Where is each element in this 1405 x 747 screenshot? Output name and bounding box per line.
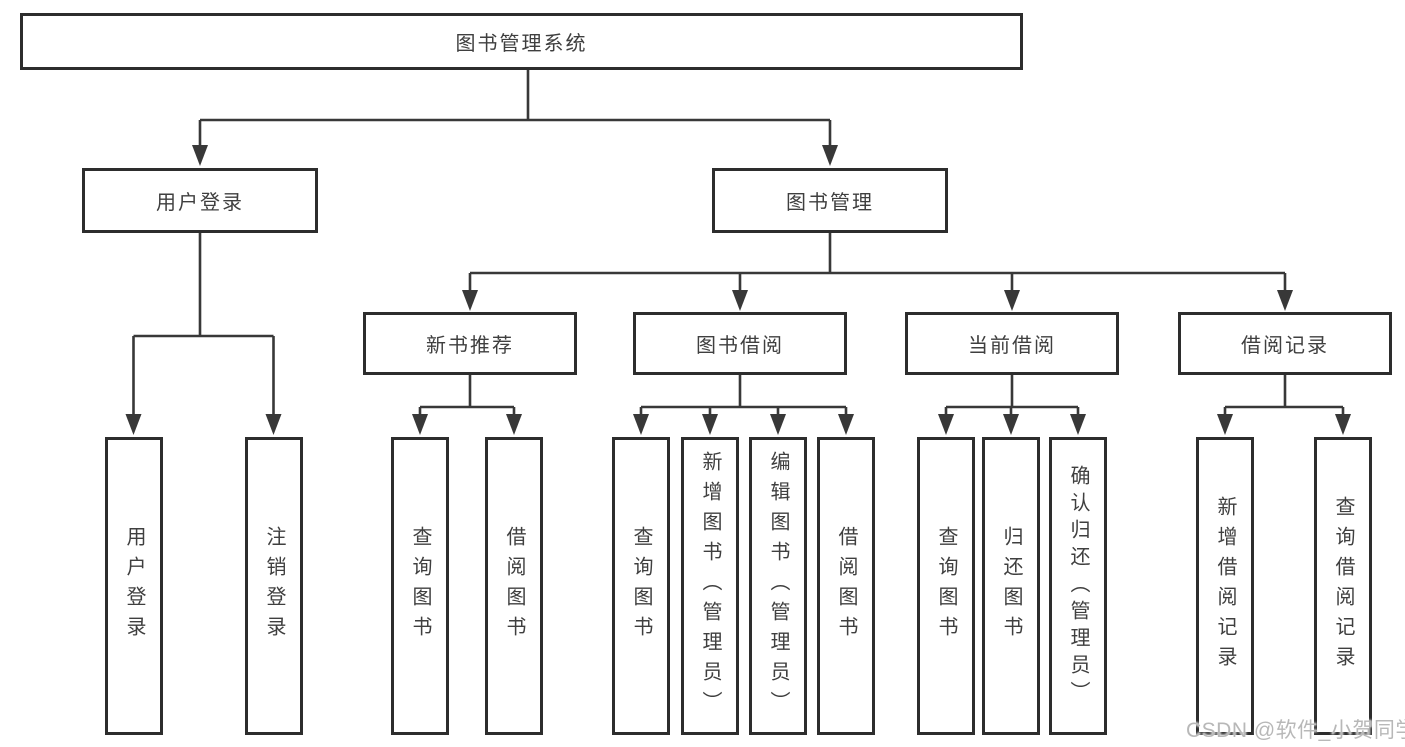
- leaf-add-borrow-record: 新增借阅记录: [1196, 437, 1254, 735]
- arrow-down-icon: [506, 414, 522, 435]
- arrow-down-icon: [1217, 414, 1233, 435]
- leaf-query-book-recommend: 查询图书: [391, 437, 449, 735]
- node-label: 注销登录: [263, 526, 285, 646]
- arrowheads: [125, 145, 1351, 435]
- arrow-down-icon: [770, 414, 786, 435]
- arrow-down-icon: [1003, 414, 1019, 435]
- arrow-down-icon: [938, 414, 954, 435]
- arrow-down-icon: [1070, 414, 1086, 435]
- arrow-down-icon: [822, 145, 838, 166]
- node-label: 借阅图书: [835, 526, 857, 646]
- node-label: 新书推荐: [426, 335, 514, 357]
- node-label: 新增借阅记录: [1214, 496, 1236, 676]
- node-label: 查询借阅记录: [1332, 496, 1354, 676]
- leaf-query-book-current: 查询图书: [917, 437, 975, 735]
- node-label: 图书管理系统: [455, 33, 588, 55]
- arrow-down-icon: [1335, 414, 1351, 435]
- arrow-down-icon: [732, 290, 748, 311]
- node-label: 查询图书: [935, 526, 957, 646]
- leaf-query-borrow-record: 查询借阅记录: [1314, 437, 1372, 735]
- node-label: 编辑图书（管理员）: [767, 451, 789, 721]
- leaf-edit-book-admin: 编辑图书（管理员）: [749, 437, 807, 735]
- node-borrow-record: 借阅记录: [1178, 312, 1392, 375]
- leaf-add-book-admin: 新增图书（管理员）: [681, 437, 739, 735]
- arrow-down-icon: [412, 414, 428, 435]
- node-label: 用户登录: [123, 526, 145, 646]
- node-label: 归还图书: [1000, 526, 1022, 646]
- node-book-borrow: 图书借阅: [633, 312, 847, 375]
- node-label: 新增图书（管理员）: [699, 451, 721, 721]
- node-new-book-recommend: 新书推荐: [363, 312, 577, 375]
- leaf-logout-login: 注销登录: [245, 437, 303, 735]
- arrow-down-icon: [1277, 290, 1293, 311]
- node-label: 图书管理: [786, 192, 874, 214]
- node-user-login: 用户登录: [82, 168, 318, 233]
- node-label: 借阅图书: [503, 526, 525, 646]
- node-label: 查询图书: [409, 526, 431, 646]
- node-book-management: 图书管理: [712, 168, 948, 233]
- arrow-down-icon: [1004, 290, 1020, 311]
- leaf-user-login: 用户登录: [105, 437, 163, 735]
- arrow-down-icon: [265, 414, 282, 435]
- arrow-down-icon: [838, 414, 854, 435]
- node-root-library-system: 图书管理系统: [20, 13, 1023, 70]
- leaf-borrow-book: 借阅图书: [817, 437, 875, 735]
- node-label: 图书借阅: [696, 335, 784, 357]
- tree-edges: [132, 70, 1345, 416]
- arrow-down-icon: [462, 290, 478, 311]
- arrow-down-icon: [633, 414, 649, 435]
- leaf-query-book-borrow: 查询图书: [612, 437, 670, 735]
- arrow-down-icon: [192, 145, 208, 166]
- csdn-watermark: CSDN @软件_小贺同学: [1186, 719, 1405, 742]
- arrow-down-icon: [125, 414, 142, 435]
- node-label: 当前借阅: [968, 335, 1056, 357]
- node-label: 借阅记录: [1241, 335, 1329, 357]
- leaf-return-book: 归还图书: [982, 437, 1040, 735]
- node-current-borrow: 当前借阅: [905, 312, 1119, 375]
- node-label: 用户登录: [156, 192, 244, 214]
- node-label: 查询图书: [630, 526, 652, 646]
- arrow-down-icon: [702, 414, 718, 435]
- leaf-borrow-book-recommend: 借阅图书: [485, 437, 543, 735]
- node-label: 确认归还（管理员）: [1067, 464, 1089, 708]
- leaf-confirm-return-admin: 确认归还（管理员）: [1049, 437, 1107, 735]
